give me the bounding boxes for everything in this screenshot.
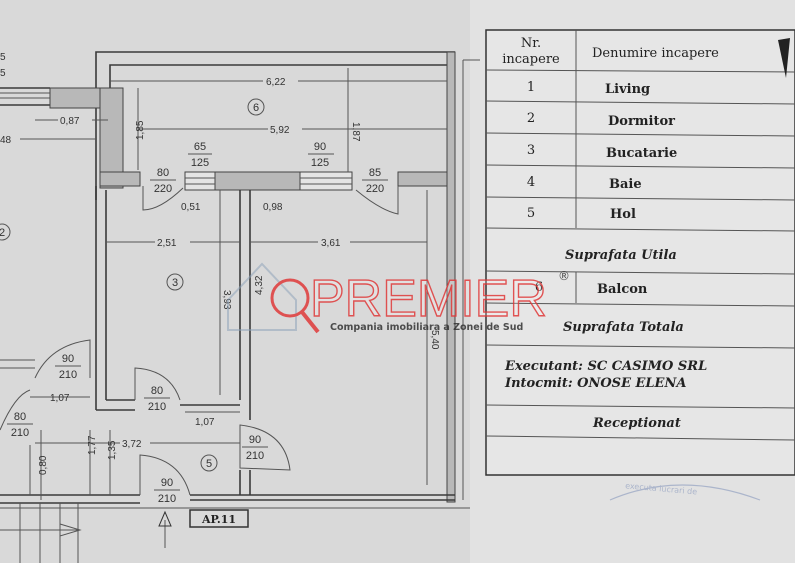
- opening-height: 210: [11, 427, 29, 439]
- opening-width: 90: [249, 434, 261, 446]
- opening-height: 210: [148, 401, 166, 413]
- table-header-nr: incapere: [502, 52, 560, 67]
- dimension-lines: [20, 68, 447, 500]
- watermark-logo: PREMIER ® Compania imobiliara a Zonei de…: [227, 262, 570, 334]
- dim-label: 1,35: [107, 440, 118, 460]
- dim-label: 3,93: [221, 290, 232, 310]
- opening-height: 210: [158, 493, 176, 505]
- watermark-tagline: Compania imobiliara a Zonei de Sud: [330, 322, 523, 333]
- rooms-table: [485, 29, 795, 476]
- watermark-brand: PREMIER: [310, 270, 547, 328]
- dim-label: 5,40: [429, 330, 440, 350]
- dim-label: 1,87: [350, 122, 361, 142]
- intocmit-label: Intocmit: ONOSE ELENA: [504, 376, 686, 391]
- registered-mark: ®: [558, 269, 570, 283]
- dim-label: 6,22: [266, 77, 286, 88]
- table-row: 2 Dormitor: [527, 111, 675, 129]
- opening-height: 220: [154, 183, 172, 195]
- dim-label: 3,72: [122, 439, 142, 450]
- dim-label: 4,32: [254, 275, 265, 295]
- room-number: 3: [172, 277, 178, 289]
- magnifier-icon: [270, 278, 310, 318]
- room-numbers: 2 3 5 6: [0, 98, 265, 472]
- balcony: [95, 51, 480, 503]
- row-name: Living: [605, 82, 650, 97]
- dim-label: 1,07: [50, 393, 70, 404]
- dim-label: 48: [0, 135, 12, 146]
- table-row: 3 Bucatarie: [527, 143, 677, 161]
- dim-label: 5: [0, 68, 6, 79]
- opening-width: 90: [314, 141, 326, 153]
- entrance-arrow-icon: [158, 510, 172, 548]
- suprafata-totala-label: Suprafata Totala: [563, 320, 684, 335]
- dim-label: 1,85: [135, 120, 146, 140]
- table-row: 6 Balcon: [535, 280, 648, 297]
- dim-label: 0,51: [181, 202, 201, 213]
- opening-width: 80: [151, 385, 163, 397]
- opening-width: 85: [369, 167, 381, 179]
- dim-label: 5,92: [270, 125, 290, 136]
- room-number: 5: [206, 458, 212, 470]
- opening-width: 65: [194, 141, 206, 153]
- table-header-name: Denumire incapere: [592, 46, 719, 61]
- room-number: 6: [253, 102, 259, 114]
- opening-width: 80: [14, 411, 26, 423]
- table-row: 1 Living: [527, 80, 650, 97]
- receptionat-label: Receptionat: [592, 416, 681, 431]
- table-row: 4 Baie: [527, 175, 642, 192]
- dim-label: 0,98: [263, 202, 283, 213]
- stairs-arrow-icon: [59, 523, 82, 537]
- opening-sizes: 65 125 90 125 80 220 85 220 90 210 80 21…: [7, 141, 388, 505]
- row-nr: 5: [527, 206, 535, 221]
- row-nr: 6: [535, 280, 543, 295]
- dim-label: 1,77: [87, 435, 98, 455]
- suprafata-utila-label: Suprafata Utila: [565, 248, 677, 263]
- row-nr: 1: [527, 80, 535, 95]
- dim-label: 0,80: [38, 455, 49, 475]
- dim-label: 5: [0, 52, 6, 63]
- opening-width: 90: [161, 477, 173, 489]
- opening-height: 210: [59, 369, 77, 381]
- row-nr: 3: [527, 143, 535, 158]
- row-nr: 2: [527, 111, 535, 126]
- executant-label: Executant: SC CASIMO SRL: [504, 359, 707, 374]
- table-row: 5 Hol: [527, 206, 636, 222]
- door-swings: [0, 186, 399, 496]
- dim-label: 2,51: [157, 238, 177, 249]
- opening-width: 80: [157, 167, 169, 179]
- room-number: 2: [0, 227, 5, 239]
- row-name: Bucatarie: [606, 146, 677, 161]
- dim-label: 1,07: [195, 417, 215, 428]
- opening-height: 210: [246, 450, 264, 462]
- opening-height: 220: [366, 183, 384, 195]
- apartment-label: AP.11: [201, 513, 236, 526]
- dim-label: 3,61: [321, 238, 341, 249]
- row-nr: 4: [527, 175, 535, 190]
- row-name: Hol: [610, 207, 636, 222]
- row-name: Balcon: [597, 282, 648, 297]
- row-name: Dormitor: [608, 114, 675, 129]
- row-name: Baie: [609, 177, 642, 192]
- dim-label: 0,87: [60, 116, 80, 127]
- opening-height: 125: [191, 157, 209, 169]
- opening-width: 90: [62, 353, 74, 365]
- walls: [0, 87, 470, 563]
- table-header-nr: Nr.: [521, 36, 541, 51]
- opening-height: 125: [311, 157, 329, 169]
